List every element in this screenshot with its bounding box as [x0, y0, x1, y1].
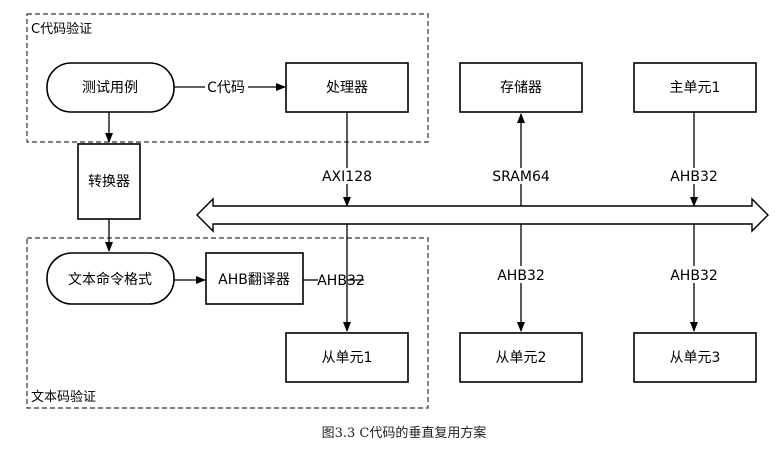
converter-node — [77, 143, 141, 220]
slave1-label: 从单元1 — [322, 350, 373, 366]
figure-caption: 图3.3 C代码的垂直复用方案 — [322, 425, 487, 441]
slave2-node — [459, 332, 583, 383]
c-verify-region — [26, 13, 429, 143]
c-code-label: C代码 — [207, 80, 245, 96]
sram64-label: SRAM64 — [492, 169, 550, 185]
text-verify-label: 文本码验证 — [31, 389, 96, 405]
test-case-label: 测试用例 — [82, 80, 138, 96]
slave3-node — [633, 332, 757, 383]
text-verify-region — [26, 237, 429, 409]
master1-label: 主单元1 — [670, 80, 721, 96]
ahb32-translator-label: AHB32 — [317, 273, 365, 289]
test-case-node — [46, 62, 175, 113]
slave2-label: 从单元2 — [496, 350, 547, 366]
processor-label: 处理器 — [326, 80, 368, 96]
memory-label: 存储器 — [500, 80, 542, 96]
text-cmd-format-node — [46, 252, 175, 305]
ahb32-master-label: AHB32 — [670, 169, 718, 185]
ahb-translator-label: AHB翻译器 — [218, 272, 290, 288]
text-cmd-format-label: 文本命令格式 — [68, 271, 152, 288]
master1-node — [633, 62, 757, 113]
axi128-label: AXI128 — [322, 169, 372, 185]
c-verify-label: C代码验证 — [31, 21, 92, 37]
slave1-node — [285, 332, 409, 383]
memory-node — [459, 62, 583, 113]
system-bus — [196, 197, 769, 233]
ahb-translator-node — [205, 252, 304, 305]
ahb32-slave3-label: AHB32 — [670, 268, 718, 284]
slave3-label: 从单元3 — [670, 350, 721, 366]
ahb32-slave2-label: AHB32 — [497, 268, 545, 284]
processor-node — [285, 62, 409, 113]
converter-label: 转换器 — [88, 173, 130, 190]
